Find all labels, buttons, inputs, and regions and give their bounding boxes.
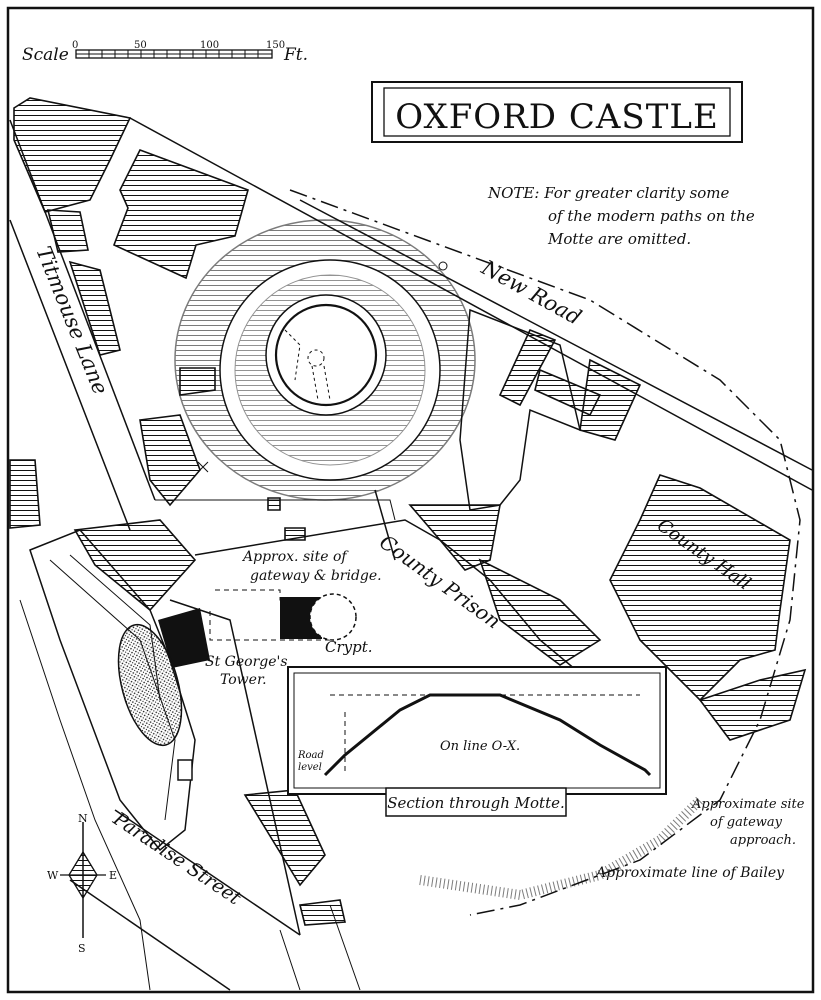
- motte: [174, 219, 476, 501]
- section-road-level-1: Road: [297, 750, 324, 761]
- gateway-bridge-line-1: Approx. site of: [241, 549, 349, 565]
- compass-w: W: [47, 869, 59, 882]
- compass-n: N: [78, 812, 88, 825]
- section-road-level-2: level: [298, 762, 322, 773]
- building-crypt: Crypt.: [325, 638, 373, 656]
- river-island: [117, 623, 183, 747]
- gateway-approach-line-2: of gateway: [710, 815, 783, 830]
- mill-stream: [19, 529, 196, 991]
- misc-features: [155, 261, 448, 991]
- gateway-bridge-line-2: gateway & bridge.: [250, 568, 382, 584]
- buildings-hatched: [9, 97, 807, 926]
- compass-needle-icon: [68, 850, 98, 900]
- gateway-approach-note: Approximate site of gateway approach.: [691, 797, 805, 848]
- scale-unit: Ft.: [283, 45, 308, 65]
- bailey-line-label: Approximate line of Bailey: [594, 865, 785, 881]
- compass-e: E: [109, 869, 117, 882]
- scale-tick-100: 100: [200, 40, 219, 51]
- building-st-georges-1: St George's: [205, 654, 288, 670]
- gateway-approach-line-1: Approximate site: [691, 797, 805, 812]
- gateway-approach-line-3: approach.: [730, 833, 796, 848]
- motte-section: On line O-X. Road level Section through …: [287, 666, 667, 817]
- compass-s: S: [78, 942, 86, 955]
- map-border: [6, 6, 815, 994]
- paradise-street: Paradise Street: [69, 807, 301, 991]
- note-block: NOTE: For greater clarity some of the mo…: [487, 184, 755, 248]
- st-georges-tower: [158, 608, 210, 668]
- compass-rose: N S W E: [47, 812, 117, 955]
- scale-tick-150: 150: [266, 40, 285, 51]
- scale-tick-0: 0: [72, 40, 78, 51]
- section-line-label: On line O-X.: [440, 739, 520, 754]
- scale-tick-50: 50: [134, 40, 147, 51]
- title-cartouche: OXFORD CASTLE: [371, 81, 743, 143]
- note-line-3: Motte are omitted.: [547, 230, 691, 248]
- section-caption: Section through Motte.: [387, 794, 565, 812]
- note-line-2: of the modern paths on the: [548, 207, 755, 225]
- scale-bar: Scale 0 50 100 150 Ft.: [22, 40, 308, 65]
- gateway-bridge-note: Approx. site of gateway & bridge.: [241, 549, 382, 584]
- scale-label: Scale: [22, 45, 69, 65]
- map-title: OXFORD CASTLE: [395, 97, 719, 137]
- note-line-1: NOTE: For greater clarity some: [487, 184, 730, 202]
